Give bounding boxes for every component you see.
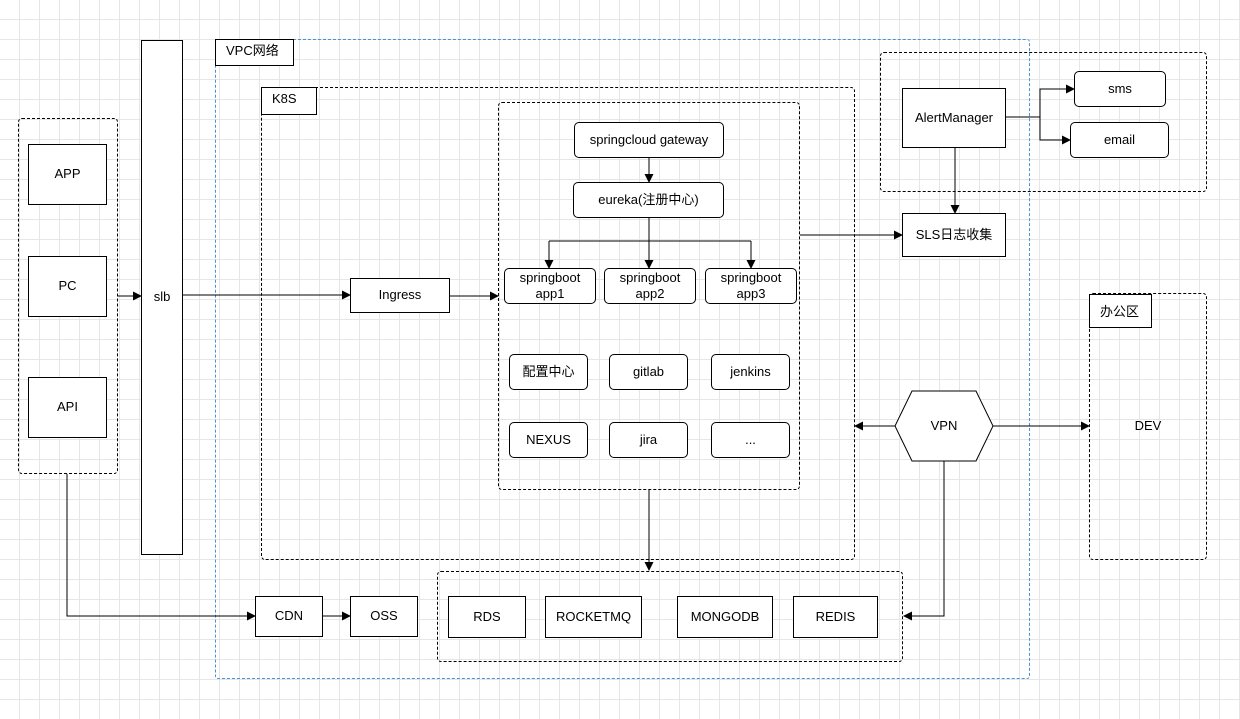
eureka-label: eureka(注册中心) [598, 191, 699, 207]
sls-label: SLS日志收集 [915, 226, 993, 242]
ingress-label: Ingress [378, 287, 422, 303]
jira-label: jira [639, 431, 658, 447]
gitlab-node: gitlab [609, 354, 688, 390]
email-node: email [1070, 122, 1169, 158]
app1-node: springboot app1 [504, 268, 596, 304]
client-app-node: APP [28, 144, 107, 205]
config-center-node: 配置中心 [509, 354, 588, 390]
slb-node: slb [141, 40, 183, 555]
gateway-node: springcloud gateway [574, 122, 724, 158]
app3-label: springboot app3 [720, 269, 782, 301]
nexus-label: NEXUS [526, 431, 571, 447]
jira-node: jira [609, 422, 688, 458]
redis-node: REDIS [793, 596, 878, 638]
ingress-node: Ingress [350, 278, 450, 313]
nexus-node: NEXUS [509, 422, 588, 458]
client-api-node: API [28, 377, 107, 438]
k8s-container [261, 87, 855, 560]
cdn-label: CDN [274, 608, 304, 624]
vpc-label: VPC网络 [215, 39, 294, 66]
email-label: email [1103, 131, 1136, 147]
office-label: 办公区 [1089, 294, 1152, 328]
alertmanager-node: AlertManager [902, 88, 1006, 148]
oss-node: OSS [350, 596, 418, 637]
sls-node: SLS日志收集 [902, 213, 1006, 257]
rds-node: RDS [448, 596, 526, 638]
oss-label: OSS [370, 608, 398, 624]
rocketmq-label: ROCKETMQ [555, 608, 632, 624]
client-pc-label: PC [58, 278, 77, 294]
mongodb-label: MONGODB [690, 608, 760, 624]
vpc-container [215, 39, 1030, 679]
jenkins-label: jenkins [730, 363, 771, 379]
k8s-label: K8S [261, 87, 317, 115]
sms-label: sms [1108, 80, 1132, 96]
client-app-label: APP [54, 166, 81, 182]
client-pc-node: PC [28, 256, 107, 317]
sms-node: sms [1074, 71, 1166, 107]
mongodb-node: MONGODB [677, 596, 773, 638]
eureka-node: eureka(注册中心) [573, 182, 724, 218]
alerting-group [880, 52, 1207, 192]
cdn-node: CDN [255, 596, 323, 637]
gitlab-label: gitlab [632, 363, 665, 379]
client-group [18, 118, 118, 474]
app1-label: springboot app1 [519, 269, 581, 301]
redis-label: REDIS [815, 608, 856, 624]
app2-label: springboot app2 [619, 269, 681, 301]
app3-node: springboot app3 [705, 268, 797, 304]
gateway-label: springcloud gateway [589, 131, 709, 147]
slb-label: slb [153, 289, 171, 305]
rds-label: RDS [473, 608, 501, 624]
config-center-label: 配置中心 [522, 363, 575, 379]
rocketmq-node: ROCKETMQ [545, 596, 642, 638]
vpn-label: VPN [930, 418, 958, 433]
storage-group [437, 571, 903, 662]
alertmanager-label: AlertManager [914, 109, 994, 125]
more-tools-label: ... [745, 431, 756, 447]
more-tools-node: ... [711, 422, 790, 458]
jenkins-node: jenkins [711, 354, 790, 390]
dev-label: DEV [1134, 418, 1162, 433]
app2-node: springboot app2 [604, 268, 696, 304]
client-api-label: API [57, 399, 78, 415]
